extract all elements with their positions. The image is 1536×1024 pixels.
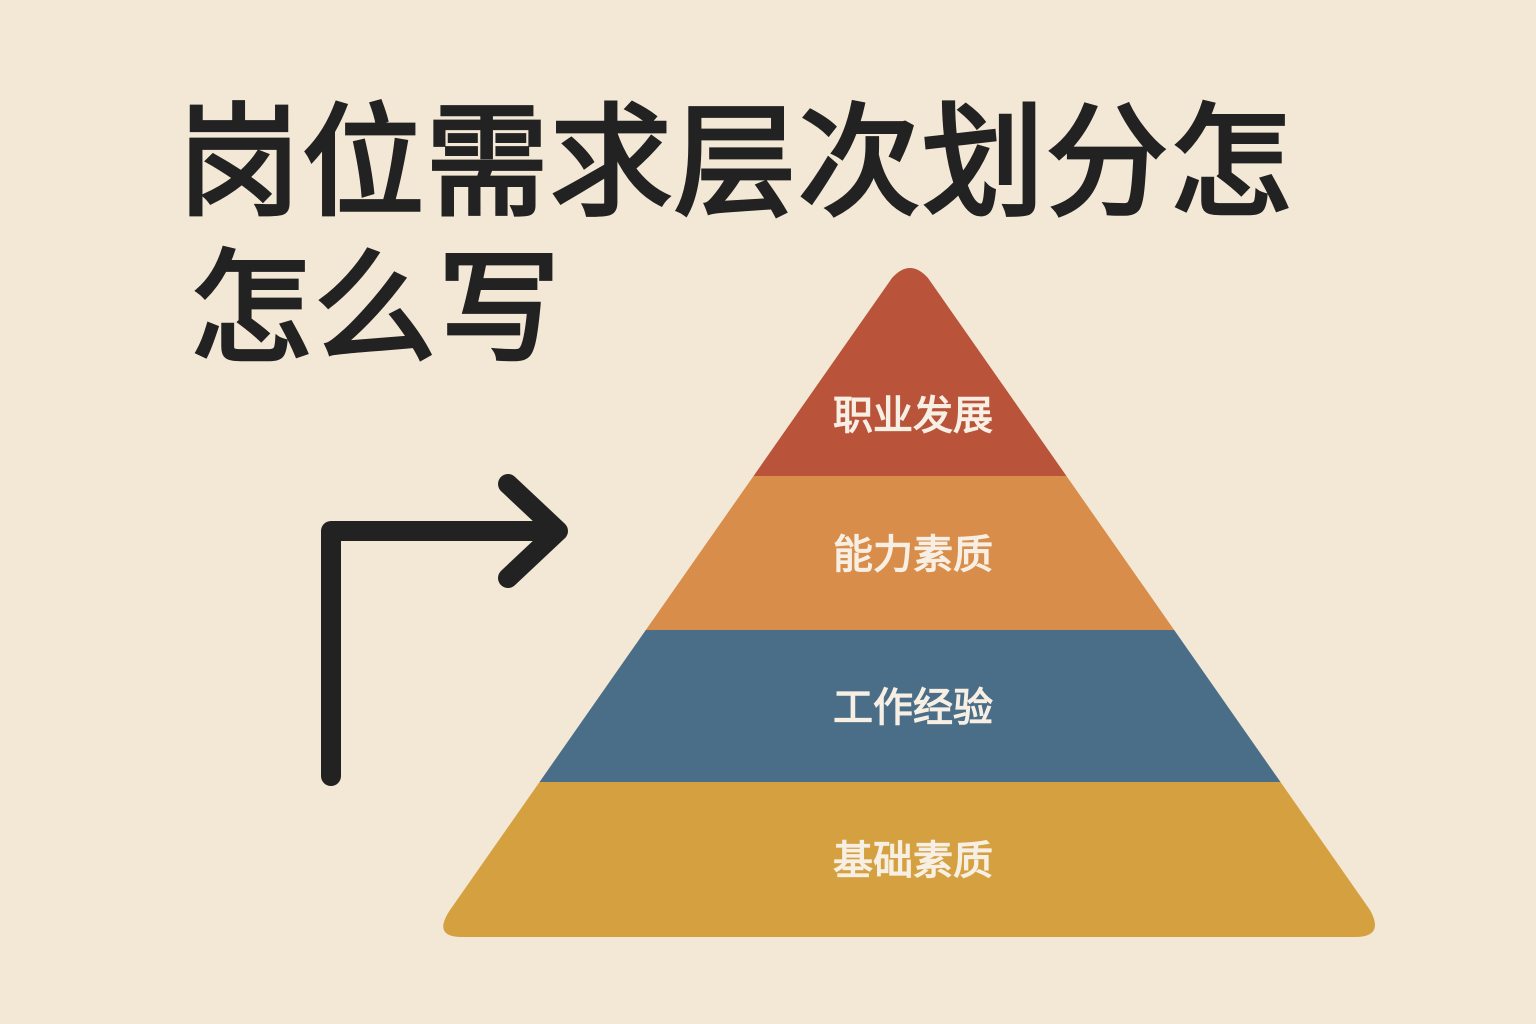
pyramid-label-2: 能力素质 [833,532,993,578]
bent-arrow-right-icon [321,474,568,786]
pyramid-level-basic-quality [443,782,1375,937]
pyramid-level-career-development [443,268,1375,476]
pyramid-label-3: 工作经验 [833,685,993,731]
page-title-line-1: 岗位需求层次划分怎 [178,92,1294,234]
pyramid-label-1: 职业发展 [833,393,993,439]
pyramid-label-4: 基础素质 [833,838,993,884]
page-title-line-2: 怎么写 [190,238,562,380]
